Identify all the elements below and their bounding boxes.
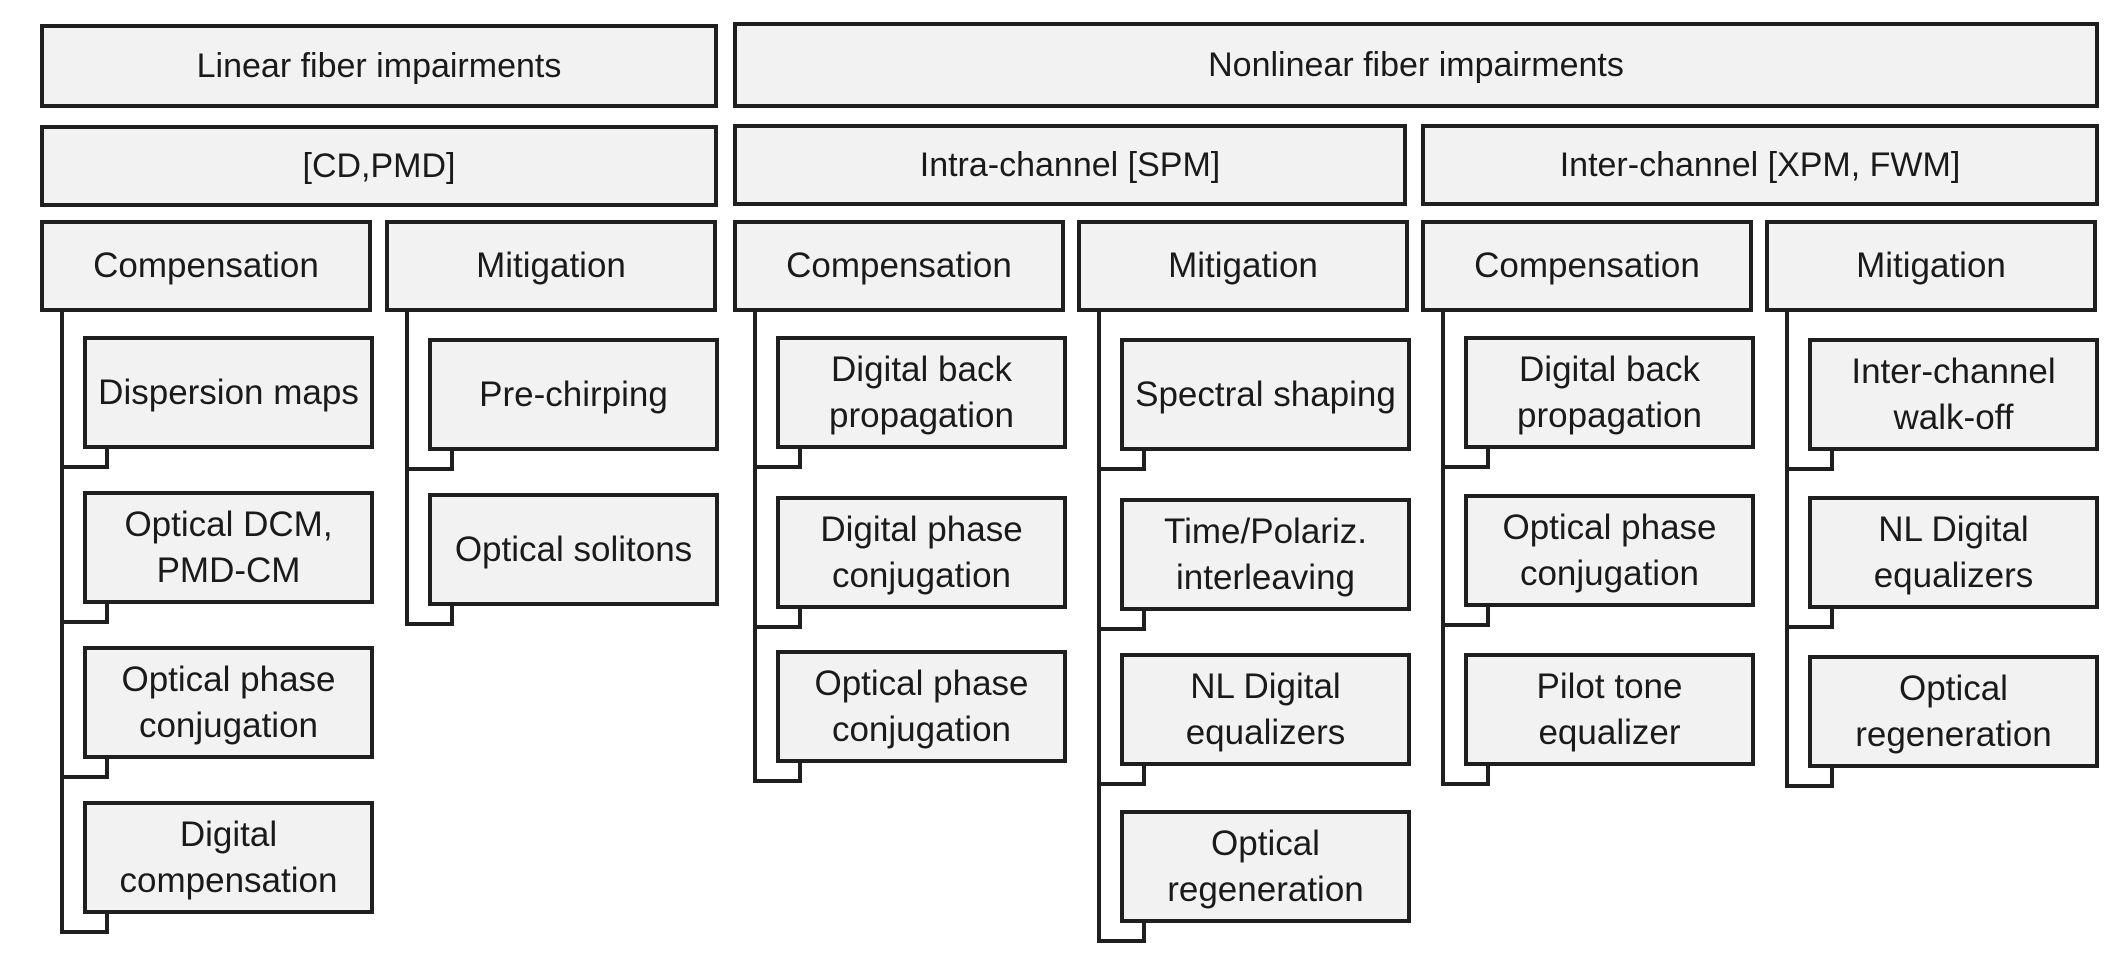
inter-compensation-item: Pilot tone equalizer <box>1464 653 1755 766</box>
inter-channel-subheader-label: Inter-channel [XPM, FWM] <box>1559 145 1961 184</box>
tree-elbow-connector <box>1099 764 1146 786</box>
item-label: Dispersion maps <box>98 372 359 412</box>
intra-mitigation-item: Optical regeneration <box>1120 810 1411 923</box>
tree-elbow-connector <box>1443 605 1490 627</box>
category-label: Compensation <box>93 246 319 286</box>
tree-elbow-connector <box>1099 609 1146 631</box>
item-label: Time/Polariz. interleaving <box>1164 512 1367 597</box>
item-label: Optical phase conjugation <box>1502 508 1717 593</box>
intra-channel-subheader-label: Intra-channel [SPM] <box>919 145 1221 184</box>
category-label: Mitigation <box>1168 246 1318 286</box>
inter-channel-subheader: Inter-channel [XPM, FWM] <box>1421 124 2099 206</box>
linear-subheader: [CD,PMD] <box>40 125 718 207</box>
intra-channel-subheader: Intra-channel [SPM] <box>733 124 1407 206</box>
tree-elbow-connector <box>62 757 109 779</box>
linear-compensation-item: Optical phase conjugation <box>83 646 374 759</box>
linear-mitigation-item: Optical solitons <box>428 493 719 606</box>
intra-compensation-item: Digital phase conjugation <box>776 496 1067 609</box>
item-label: Pre-chirping <box>479 374 668 414</box>
inter-mitigation-item: Inter-channel walk-off <box>1808 338 2099 451</box>
tree-elbow-connector <box>755 447 802 469</box>
tree-elbow-connector <box>62 447 109 469</box>
intra-mitigation-item: Spectral shaping <box>1120 338 1411 451</box>
item-label: Digital phase conjugation <box>820 510 1023 595</box>
linear-impairments-header: Linear fiber impairments <box>40 24 718 108</box>
linear-compensation-item: Dispersion maps <box>83 336 374 449</box>
item-label: Optical phase conjugation <box>814 664 1029 749</box>
item-label: Pilot tone equalizer <box>1536 667 1683 752</box>
tree-elbow-connector <box>1443 447 1490 469</box>
linear-mitigation-item: Pre-chirping <box>428 338 719 451</box>
inter-mitigation-item: NL Digital equalizers <box>1808 496 2099 609</box>
intra-mitigation-category: Mitigation <box>1077 220 1409 312</box>
tree-elbow-connector <box>755 607 802 629</box>
inter-mitigation-item: Optical regeneration <box>1808 655 2099 768</box>
item-label: Inter-channel walk-off <box>1851 352 2056 437</box>
item-label: NL Digital equalizers <box>1185 667 1346 752</box>
item-label: Optical solitons <box>454 529 693 569</box>
tree-elbow-connector <box>1787 449 1834 471</box>
intra-compensation-item: Digital back propagation <box>776 336 1067 449</box>
item-label: Digital back propagation <box>829 350 1014 435</box>
item-label: Optical regeneration <box>1855 669 2052 754</box>
tree-elbow-connector <box>407 604 454 626</box>
linear-compensation-item: Digital compensation <box>83 801 374 914</box>
tree-elbow-connector <box>755 761 802 783</box>
category-label: Compensation <box>786 246 1012 286</box>
linear-compensation-category: Compensation <box>40 220 372 312</box>
linear-compensation-item: Optical DCM, PMD-CM <box>83 491 374 604</box>
item-label: Digital compensation <box>119 815 338 900</box>
inter-mitigation-category: Mitigation <box>1765 220 2097 312</box>
tree-elbow-connector <box>1099 449 1146 471</box>
linear-impairments-header-label: Linear fiber impairments <box>196 46 562 85</box>
tree-elbow-connector <box>407 449 454 471</box>
nonlinear-impairments-header-label: Nonlinear fiber impairments <box>1208 45 1624 84</box>
intra-mitigation-item: Time/Polariz. interleaving <box>1120 498 1411 611</box>
item-label: Digital back propagation <box>1517 350 1702 435</box>
tree-elbow-connector <box>1787 607 1834 629</box>
intra-mitigation-item: NL Digital equalizers <box>1120 653 1411 766</box>
inter-compensation-item: Digital back propagation <box>1464 336 1755 449</box>
item-label: NL Digital equalizers <box>1873 510 2034 595</box>
category-label: Compensation <box>1474 246 1700 286</box>
intra-compensation-item: Optical phase conjugation <box>776 650 1067 763</box>
item-label: Optical DCM, PMD-CM <box>124 505 333 590</box>
linear-subheader-label: [CD,PMD] <box>302 146 456 185</box>
tree-elbow-connector <box>62 602 109 624</box>
tree-elbow-connector <box>1099 921 1146 943</box>
inter-compensation-category: Compensation <box>1421 220 1753 312</box>
category-label: Mitigation <box>1856 246 2006 286</box>
linear-mitigation-category: Mitigation <box>385 220 717 312</box>
inter-compensation-item: Optical phase conjugation <box>1464 494 1755 607</box>
item-label: Optical phase conjugation <box>121 660 336 745</box>
tree-elbow-connector <box>1443 764 1490 786</box>
item-label: Optical regeneration <box>1167 824 1364 909</box>
category-label: Mitigation <box>476 246 626 286</box>
nonlinear-impairments-header: Nonlinear fiber impairments <box>733 22 2099 108</box>
intra-compensation-category: Compensation <box>733 220 1065 312</box>
item-label: Spectral shaping <box>1135 374 1396 414</box>
tree-elbow-connector <box>62 912 109 934</box>
tree-elbow-connector <box>1787 766 1834 788</box>
